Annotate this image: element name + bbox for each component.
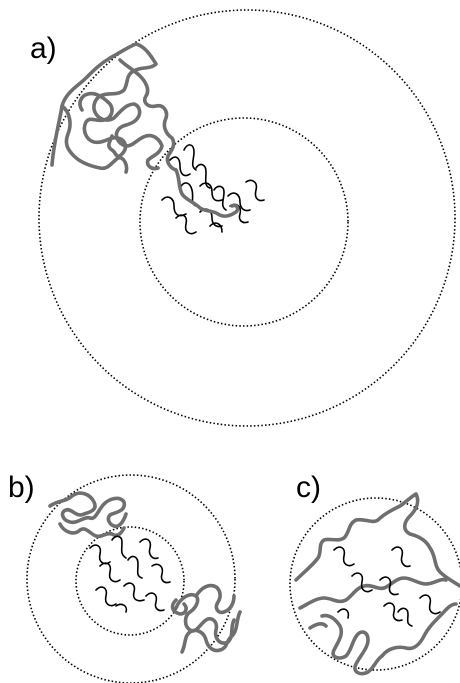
panel-b-short-chain <box>128 557 142 578</box>
panel-a: a) <box>30 10 455 426</box>
panel-b-short-chain <box>152 564 170 582</box>
panel-a-short-chains <box>162 145 264 234</box>
panel-c-long-chain <box>322 616 382 674</box>
panel-b-short-chain <box>100 563 120 581</box>
panel-a-long-chain <box>176 170 238 216</box>
panel-c-short-chain <box>384 603 402 620</box>
panel-c-short-chain <box>338 609 348 618</box>
panel-c-label: c) <box>296 471 321 504</box>
panel-b-short-chain <box>90 545 110 563</box>
panel-b: b) <box>8 471 240 683</box>
panel-b-short-chain <box>112 536 126 558</box>
panel-b-inner-core-boundary <box>76 527 184 635</box>
panel-c-short-chain <box>392 547 410 566</box>
panel-a-short-chain <box>184 145 196 170</box>
panel-a-label: a) <box>30 32 57 65</box>
panel-c-short-chain <box>398 608 412 626</box>
panel-b-long-chain <box>196 586 234 613</box>
panel-b-short-chain <box>96 587 116 605</box>
panel-a-short-chain <box>214 186 226 210</box>
panel-a-short-chain <box>246 180 264 200</box>
panel-c-long-chain <box>296 494 460 586</box>
panel-b-short-chain <box>146 593 164 610</box>
panel-a-short-chain <box>176 215 196 233</box>
panel-b-short-chain <box>116 604 126 612</box>
panel-a-long-chains <box>52 44 176 172</box>
panel-a-long-chain <box>80 94 125 157</box>
panel-b-short-chain <box>124 583 144 601</box>
panel-a-outer-boundary <box>39 10 455 426</box>
panel-c-short-chain <box>420 595 440 613</box>
panel-b-long-chain <box>50 493 126 526</box>
panel-b-long-chains <box>50 493 240 652</box>
panel-a-short-chain <box>170 157 190 175</box>
panel-c: c) <box>290 471 460 674</box>
panel-c-long-chain <box>310 624 326 628</box>
panel-c-long-chain <box>382 604 456 656</box>
panel-c-long-chain <box>300 578 446 608</box>
panel-b-outer-boundary <box>27 475 235 683</box>
panel-b-short-chain <box>140 539 158 558</box>
panel-a-short-chain <box>210 223 222 232</box>
panel-c-long-chains <box>296 494 460 674</box>
panel-b-label: b) <box>8 471 35 504</box>
panel-c-short-chain <box>334 547 354 565</box>
panel-c-short-chain <box>352 573 372 591</box>
panel-b-short-chains <box>90 536 170 612</box>
panel-a-short-chain <box>162 197 186 215</box>
